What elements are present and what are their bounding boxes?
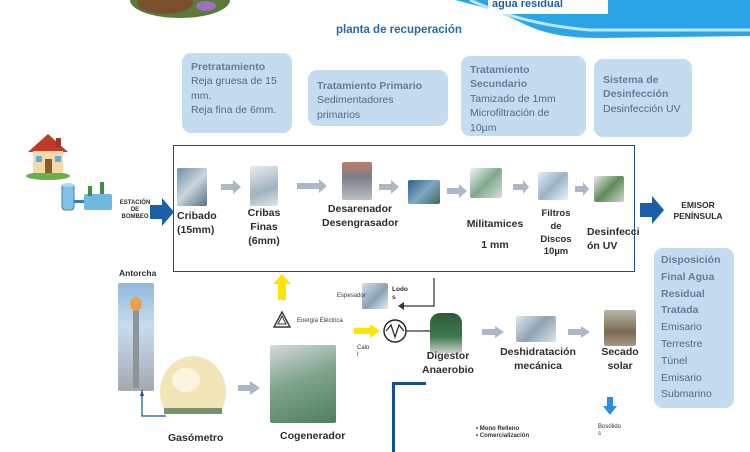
stage-card-secundario: Tratamiento Secundario Tamizado de 1mm M… xyxy=(461,56,586,136)
cribas-finas-label: Cribas Finas(6mm) xyxy=(247,207,281,248)
stage-line: Reja gruesa de 15 xyxy=(191,75,277,88)
desarenador-photo xyxy=(342,162,372,200)
energia-label: Energía Eléctrica xyxy=(297,318,343,324)
espesador-photo xyxy=(362,283,388,309)
dewater-to-dry-arrow-icon xyxy=(568,326,590,338)
inflow-arrow-icon xyxy=(150,198,174,226)
energy-up-arrow-icon xyxy=(273,274,291,300)
antorcha-tower-icon xyxy=(130,297,142,388)
cogenerador-photo xyxy=(270,345,336,423)
disposal-card: Disposición Final Agua Residual Tratada … xyxy=(654,248,734,408)
stage-title: Tratamiento xyxy=(470,64,530,76)
filtros-photo xyxy=(538,172,568,200)
stage-line: Sedimentadores primarios xyxy=(317,94,394,121)
digestor-outflow-line xyxy=(392,382,426,452)
digestor-to-dewater-arrow-icon xyxy=(482,326,504,338)
water-label: agua residual xyxy=(492,0,563,10)
cribado-photo xyxy=(177,168,207,206)
stage-title: Tratamiento Primario xyxy=(317,80,423,92)
stage-card-primario: Tratamiento Primario Sedimentadores prim… xyxy=(308,70,448,126)
stage-title-2: Desinfección xyxy=(603,88,669,101)
heat-arrow-icon xyxy=(354,324,380,338)
flow-arrows xyxy=(221,179,589,198)
biosolids-down-arrow-icon xyxy=(603,397,617,415)
house-icon xyxy=(26,134,70,180)
uv-photo xyxy=(594,176,624,202)
militamices-photo xyxy=(470,168,502,198)
stage-line: Microfiltración de 10µm xyxy=(470,107,550,134)
stage-title: Pretratamiento xyxy=(191,61,266,73)
recycle-icon xyxy=(272,310,292,328)
disposal-bullets: • Mono Relleno • Comercialización xyxy=(476,426,530,440)
militamices-label: Militamices 1 mm xyxy=(466,218,524,252)
stage-line: Tamizado de 1mm xyxy=(470,92,556,105)
cribas-finas-photo xyxy=(250,166,278,206)
stage-line: Reja fina de 6mm. xyxy=(191,104,277,117)
process-frame xyxy=(173,145,635,272)
station-label: ESTACIÓN DE BOMBEO xyxy=(119,200,151,221)
stage-line: mm. xyxy=(191,89,212,102)
antorcha-loop-line xyxy=(140,390,166,417)
cribado-label: Cribado(15mm) xyxy=(177,210,217,237)
gas-to-cogen-arrow-icon xyxy=(238,381,260,395)
stage-line: Desinfección UV xyxy=(603,102,681,115)
bullet-comercializacion: Comercialización xyxy=(479,433,530,440)
stage-card-pretratamiento: Pretratamiento Reja gruesa de 15 mm. Rej… xyxy=(182,53,292,133)
gasometro-icon xyxy=(160,356,226,432)
sedimentador-photo xyxy=(408,180,440,204)
outflow-arrow-icon xyxy=(640,196,664,224)
lodos-return-line xyxy=(398,278,435,310)
pumping-station-icon xyxy=(61,182,112,211)
stage-title-2: Secundario xyxy=(470,78,528,91)
plant-label: planta de recuperación xyxy=(336,24,462,36)
digestor-photo xyxy=(430,313,462,353)
espesador-label: Espesador xyxy=(337,293,366,299)
cogenerador-label: Cogenerador xyxy=(280,430,346,442)
stage-title: Sistema de xyxy=(603,74,659,86)
gasometro-label: Gasómetro xyxy=(168,432,224,444)
stage-card-desinfeccion: Sistema de Desinfección Desinfección UV xyxy=(594,59,692,137)
secado-photo xyxy=(604,310,636,346)
heat-exchanger-icon xyxy=(383,319,407,343)
deshidratacion-photo xyxy=(516,316,556,342)
bullet-mono-relleno: Mono Relleno xyxy=(479,426,520,432)
antorcha-label: Antorcha xyxy=(119,268,157,278)
